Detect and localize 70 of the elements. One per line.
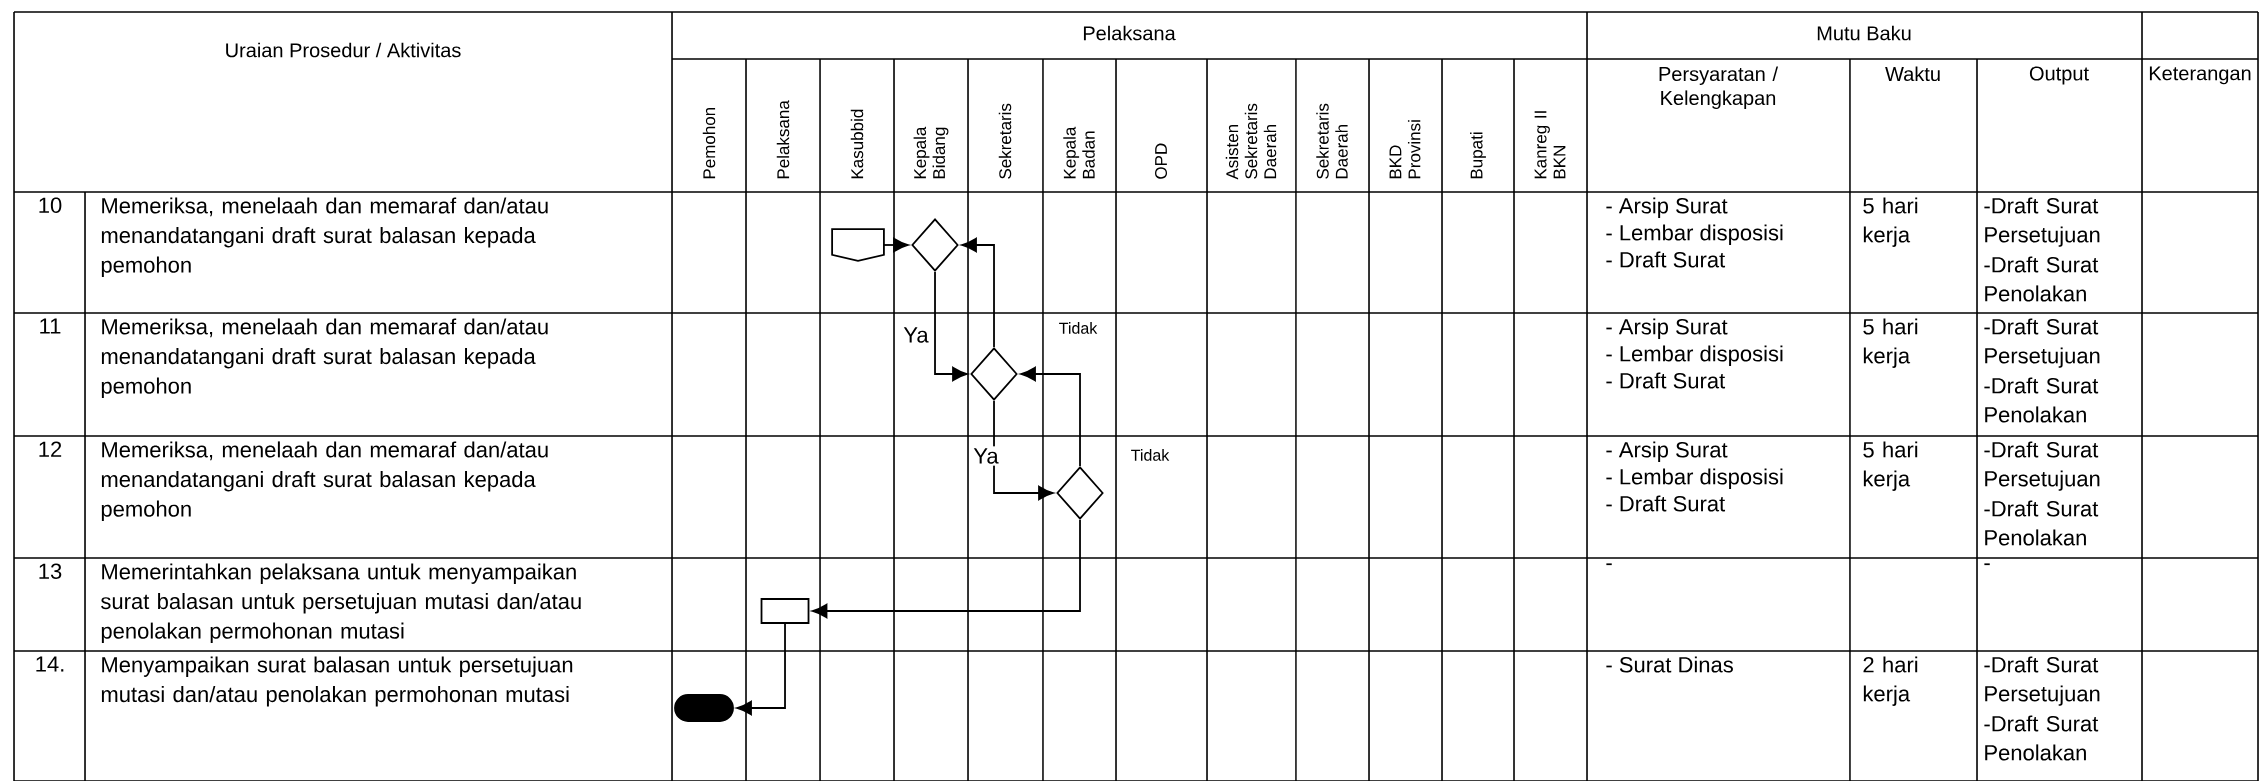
requirement-text: - [1606,563,1612,566]
arrow [934,271,968,382]
decision-diamond [911,218,959,272]
column-header: Pemohon [702,107,716,179]
arrow [811,519,1081,619]
row-number: 14. [36,656,64,672]
column-header: Asisten Sekretaris Daerah [1225,103,1277,180]
edge-label: Tidak [1128,447,1172,463]
column-header: Kepala Badan [1063,126,1095,179]
edge-label: Tidak [1056,320,1100,336]
output-text: -Draft Surat Persetujuan [1984,318,2100,368]
duration-text: 5 hari kerja [1863,197,1918,247]
column-header: Keterangan [2149,66,2251,85]
arrow [736,623,786,716]
group-header: Mutu Baku [1817,25,1911,41]
requirement-text: - Lembar disposisi [1606,224,1783,245]
group-header: Pelaksana [1083,25,1176,41]
requirement-text: - Draft Surat [1606,495,1726,512]
output-text: -Draft Surat Persetujuan [1984,656,2100,706]
column-header: Sekretaris [998,103,1012,179]
requirement-text: - Draft Surat [1606,251,1726,268]
output-text: -Draft Surat Penolakan [1984,256,2099,302]
row-number: 11 [40,318,61,334]
column-header: Kanreg II BKN [1534,111,1566,179]
requirement-text: - Lembar disposisi [1606,468,1783,489]
row-number: 12 [39,441,62,457]
requirement-text: - Arsip Surat [1606,197,1728,218]
column-header: BKD Provinsi [1389,120,1421,179]
terminator-shape [674,694,734,722]
output-text: -Draft Surat Penolakan [1984,715,2099,761]
output-text: -Draft Surat Penolakan [1984,377,2099,423]
arrow [1020,366,1081,467]
activity-text: Memeriksa, menelaah dan memaraf dan/atau menandatangani draft surat balasan kepada pemohon [101,318,548,399]
document-shape [831,228,885,262]
requirement-text: - Draft Surat [1606,372,1726,389]
output-text: - [1984,563,1990,566]
column-header: Waktu [1885,66,1940,82]
requirement-text: - Arsip Surat [1606,318,1728,339]
decision-diamond [1056,466,1104,520]
column-header: OPD [1155,143,1167,179]
decision-diamond [970,347,1018,401]
duration-text: 5 hari kerja [1863,441,1918,491]
column-header: Output [2029,66,2089,85]
activity-text: Memerintahkan pelaksana untuk menyampaikan surat balasan untuk persetujuan mutasi dan/atau penolakan permohonan mutasi [101,563,581,644]
activity-text: Memeriksa, menelaah dan memaraf dan/atau menandatangani draft surat balasan kepada pemohon [101,441,548,522]
arrow [993,400,1054,501]
edge-label: Ya [971,446,1001,466]
output-text: -Draft Surat Persetujuan [1984,197,2100,247]
edge-label: Ya [901,325,931,345]
column-header: Persyaratan / Kelengkapan [1659,66,1778,110]
row-number: 10 [39,197,62,213]
activity-text: Memeriksa, menelaah dan memaraf dan/atau menandatangani draft surat balasan kepada pemohon [101,197,548,278]
row-number: 13 [39,563,62,579]
arrow [883,237,909,253]
column-header: Bupati [1470,132,1486,179]
activity-text: Menyampaikan surat balasan untuk persetujuan mutasi dan/atau penolakan permohonan mutasi [101,656,573,707]
column-header: Kepala Bidang [913,126,949,179]
output-text: -Draft Surat Penolakan [1984,500,2099,546]
process-box [760,598,810,624]
duration-text: 2 hari kerja [1863,656,1918,706]
column-header: Sekretaris Daerah [1316,103,1348,179]
column-header: Kasubbid [850,109,864,179]
duration-text: 5 hari kerja [1863,318,1918,368]
column-header: Uraian Prosedur / Aktivitas [226,42,461,58]
column-header: Pelaksana [776,100,790,179]
requirement-text: - Surat Dinas [1606,656,1733,673]
arrow [961,237,995,348]
requirement-text: - Lembar disposisi [1606,345,1783,366]
output-text: -Draft Surat Persetujuan [1984,441,2100,491]
requirement-text: - Arsip Surat [1606,441,1728,462]
